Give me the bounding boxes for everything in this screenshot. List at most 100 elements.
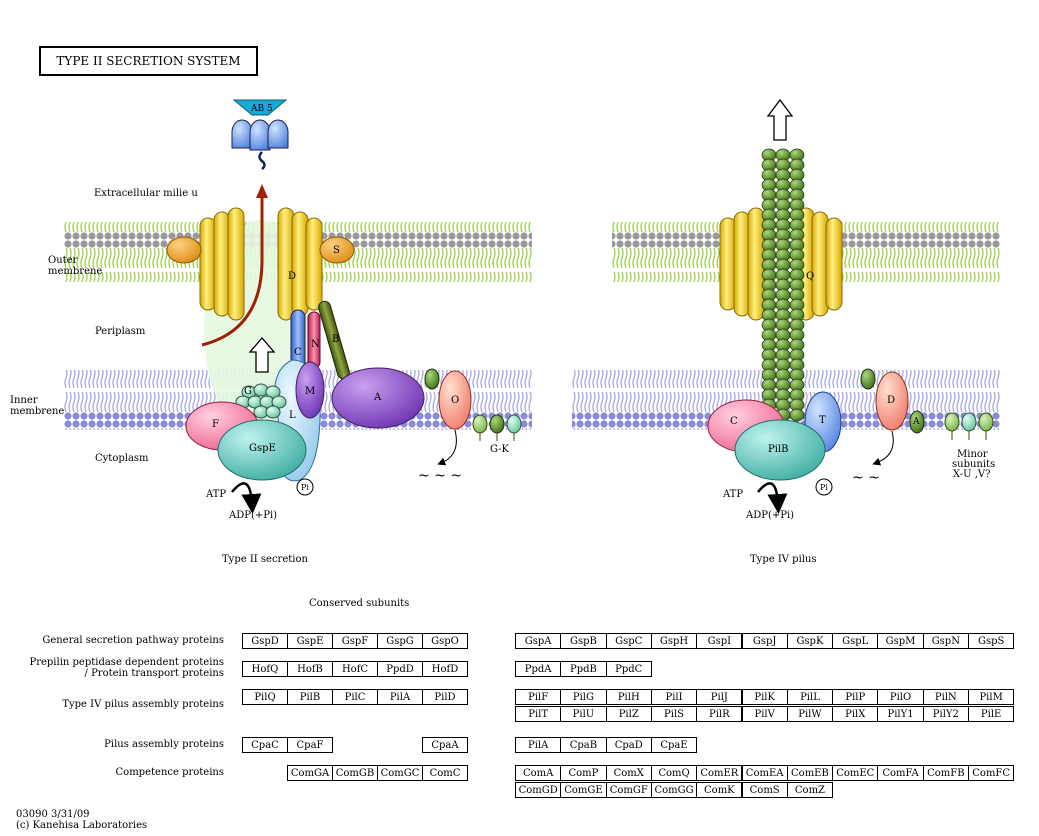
gene-box[interactable]: PilV: [741, 706, 788, 722]
gene-box[interactable]: PilG: [560, 689, 607, 705]
protein-label-l[interactable]: L: [289, 410, 296, 421]
protein-label-gspe[interactable]: GspE: [249, 443, 276, 454]
gene-box[interactable]: ComGG: [650, 782, 698, 798]
gene-box[interactable]: ComGF: [605, 782, 652, 798]
gene-box[interactable]: PilN: [922, 689, 969, 705]
protein-label-c[interactable]: C: [294, 347, 302, 358]
gene-box[interactable]: ComC: [422, 765, 468, 781]
protein-label-o[interactable]: O: [451, 395, 460, 406]
protein-label-d-right[interactable]: D: [887, 395, 896, 406]
gene-box[interactable]: HofB: [287, 661, 333, 677]
gene-box[interactable]: GspG: [377, 633, 423, 649]
gene-box[interactable]: PilA: [377, 689, 423, 705]
gene-box[interactable]: CpaC: [242, 737, 288, 753]
protein-orange-outer[interactable]: [166, 236, 202, 264]
gene-box[interactable]: ComFA: [877, 765, 924, 781]
gene-box[interactable]: PpdC: [605, 661, 652, 677]
gene-box[interactable]: ComP: [560, 765, 607, 781]
secretin-d-complex[interactable]: [199, 207, 323, 321]
gene-box[interactable]: PilQ: [242, 689, 288, 705]
protein-label-c-right[interactable]: C: [730, 416, 738, 427]
gene-box[interactable]: PpdB: [560, 661, 607, 677]
gene-box[interactable]: ComQ: [650, 765, 698, 781]
protein-label-a-right[interactable]: A: [913, 417, 920, 427]
gene-box[interactable]: PpdD: [377, 661, 423, 677]
gene-box[interactable]: PilR: [696, 706, 743, 722]
gene-box[interactable]: HofC: [332, 661, 378, 677]
proteins-gk[interactable]: [472, 414, 522, 441]
gene-box[interactable]: PilB: [287, 689, 333, 705]
gene-box[interactable]: PilJ: [696, 689, 743, 705]
gene-box[interactable]: PilP: [832, 689, 879, 705]
protein-pilb[interactable]: [734, 419, 826, 481]
protein-label-m[interactable]: M: [305, 386, 316, 397]
pilus-fiber[interactable]: [761, 148, 805, 422]
protein-gspe[interactable]: [217, 419, 307, 481]
protein-d-right[interactable]: [875, 371, 909, 431]
gene-box[interactable]: PilW: [786, 706, 834, 722]
gene-box[interactable]: PilE: [968, 706, 1015, 722]
protein-a-left[interactable]: [331, 367, 425, 429]
protein-label-b[interactable]: B: [332, 334, 340, 345]
gene-box[interactable]: GspN: [922, 633, 969, 649]
gene-box[interactable]: PilC: [332, 689, 378, 705]
gene-box[interactable]: ComFC: [968, 765, 1015, 781]
gene-box[interactable]: PilY1: [877, 706, 924, 722]
gene-box[interactable]: HofQ: [242, 661, 288, 677]
protein-a-right[interactable]: [909, 410, 925, 434]
protein-label-g[interactable]: G: [244, 386, 252, 397]
secretin-q-complex[interactable]: [719, 207, 843, 321]
protein-o[interactable]: [438, 370, 472, 430]
gene-box[interactable]: ComZ: [786, 782, 834, 798]
gene-box[interactable]: PilS: [650, 706, 698, 722]
gene-box[interactable]: PilH: [605, 689, 652, 705]
gene-box[interactable]: ComX: [605, 765, 652, 781]
gene-box[interactable]: PilO: [877, 689, 924, 705]
gene-box[interactable]: CpaF: [287, 737, 333, 753]
gene-box[interactable]: ComGE: [560, 782, 607, 798]
gene-box[interactable]: ComGD: [515, 782, 562, 798]
gene-box[interactable]: PilU: [560, 706, 607, 722]
ab5-toxin[interactable]: [231, 99, 289, 170]
gene-box[interactable]: PilF: [515, 689, 562, 705]
gene-box[interactable]: CpaE: [650, 737, 698, 753]
protein-label-pilb[interactable]: PilB: [768, 444, 789, 455]
gene-box[interactable]: ComA: [515, 765, 562, 781]
gene-box[interactable]: PilA: [515, 737, 562, 753]
gene-box[interactable]: PilZ: [605, 706, 652, 722]
minor-subunits[interactable]: [944, 412, 994, 440]
gene-box[interactable]: ComGA: [287, 765, 333, 781]
gene-box[interactable]: PilI: [650, 689, 698, 705]
gene-box[interactable]: ComEC: [832, 765, 879, 781]
protein-label-t[interactable]: T: [819, 415, 826, 426]
gene-box[interactable]: GspH: [650, 633, 698, 649]
gene-box[interactable]: PilD: [422, 689, 468, 705]
gene-box[interactable]: ComEA: [741, 765, 788, 781]
gene-box[interactable]: GspC: [605, 633, 652, 649]
gene-box[interactable]: GspS: [968, 633, 1015, 649]
protein-label-f[interactable]: F: [212, 419, 219, 430]
gene-box[interactable]: PilM: [968, 689, 1015, 705]
gene-box[interactable]: PilY2: [922, 706, 969, 722]
protein-label-d[interactable]: D: [288, 271, 297, 282]
gene-box[interactable]: GspO: [422, 633, 468, 649]
protein-s[interactable]: [319, 236, 355, 264]
gene-box[interactable]: GspL: [832, 633, 879, 649]
gene-box[interactable]: ComEB: [786, 765, 834, 781]
gene-box[interactable]: GspM: [877, 633, 924, 649]
gene-box[interactable]: ComS: [741, 782, 788, 798]
gene-box[interactable]: GspD: [242, 633, 288, 649]
protein-label-q[interactable]: Q: [806, 271, 815, 282]
gene-box[interactable]: GspA: [515, 633, 562, 649]
gene-box[interactable]: GspI: [696, 633, 743, 649]
gene-box[interactable]: GspK: [786, 633, 834, 649]
protein-label-s[interactable]: S: [333, 245, 340, 256]
gene-box[interactable]: ComGB: [332, 765, 378, 781]
gene-box[interactable]: GspF: [332, 633, 378, 649]
gene-box[interactable]: PilT: [515, 706, 562, 722]
gene-box[interactable]: GspE: [287, 633, 333, 649]
gene-box[interactable]: ComFB: [922, 765, 969, 781]
gene-box[interactable]: HofD: [422, 661, 468, 677]
gene-box[interactable]: PilK: [741, 689, 788, 705]
gene-box[interactable]: ComGC: [377, 765, 423, 781]
